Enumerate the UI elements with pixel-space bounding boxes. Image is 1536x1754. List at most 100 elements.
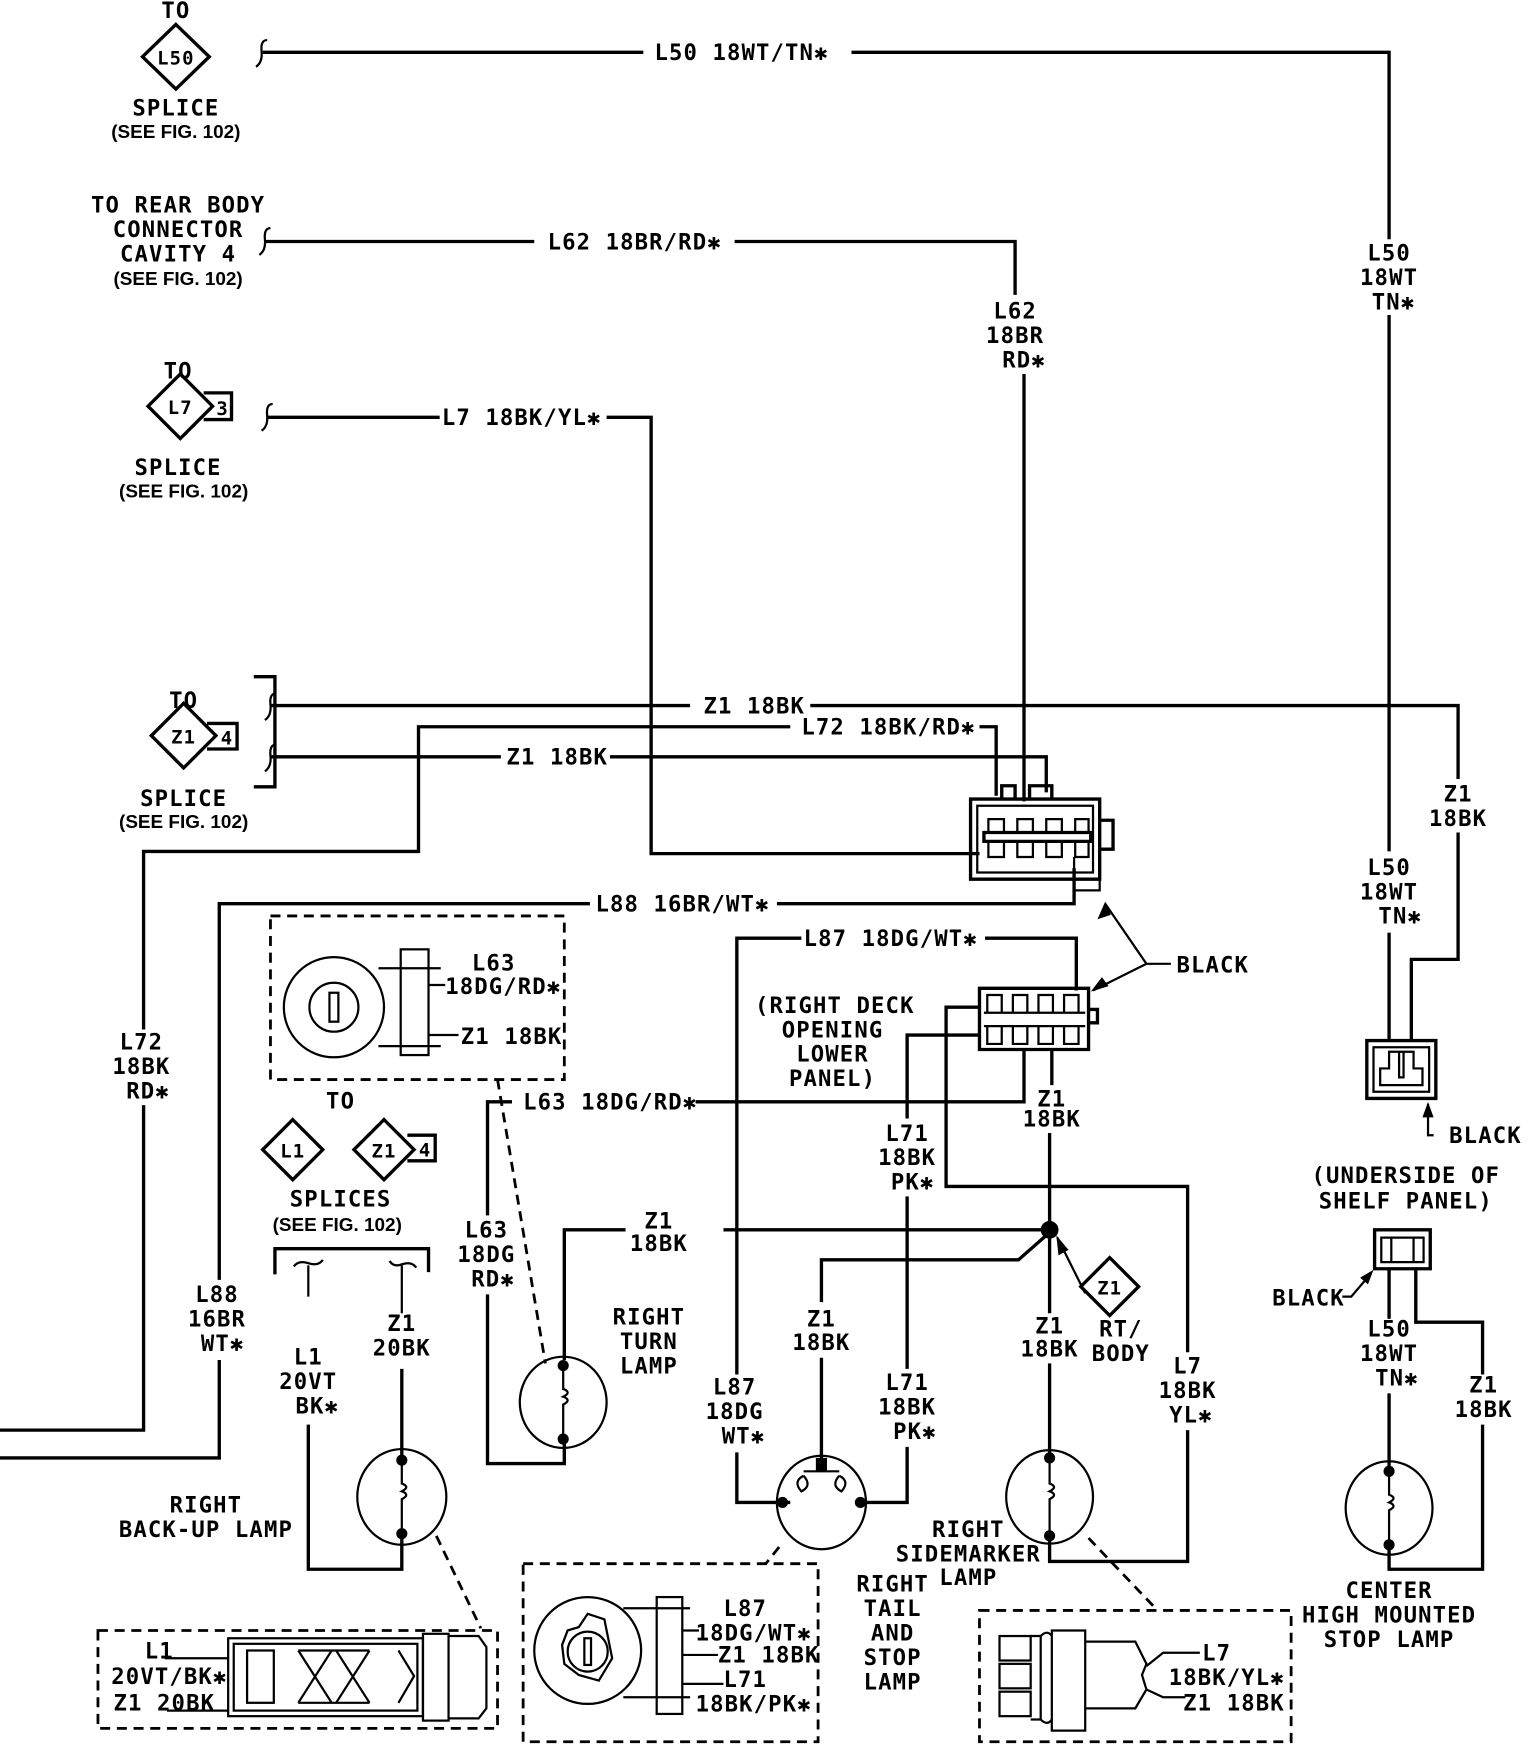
arrow-icon — [1360, 1269, 1374, 1285]
wire-label-l7-v: 18BK — [1159, 1378, 1217, 1404]
wire-label-l50-v: L50 — [1367, 240, 1411, 266]
rear-body-connector-ref: TO REAR BODY CONNECTOR CAVITY 4 (SEE FIG… — [91, 193, 265, 290]
ground-label: RT/ — [1099, 1317, 1143, 1343]
deck-label: OPENING — [782, 1017, 884, 1043]
backup-socket-detail: L1 20VT/BK✱ Z1 20BK — [96, 1629, 499, 1730]
wire-label-z1-v: Z1 — [1035, 1313, 1064, 1339]
lamp-label: SIDEMARKER — [896, 1541, 1041, 1567]
lamp-label: TAIL — [864, 1596, 922, 1622]
wire-l63 — [485, 1100, 512, 1216]
l7-splice-title: SPLICE — [135, 455, 222, 481]
right-tail-stop-lamp: RIGHT TAIL AND STOP LAMP — [775, 1454, 929, 1695]
shelf-connector: BLACK — [1272, 1228, 1432, 1311]
right-turn-lamp: RIGHT TURN LAMP — [518, 1304, 686, 1450]
detail-label: 20VT/BK✱ — [111, 1664, 227, 1690]
ground-id: Z1 — [1097, 1277, 1122, 1299]
lamp-label: RIGHT — [613, 1304, 686, 1330]
wire-label-l62: L62 18BR/RD✱ — [548, 229, 722, 255]
wire-z1 — [1409, 832, 1460, 1041]
splice-id: L1 — [280, 1140, 305, 1162]
l7-splice: TO L7 3 SPLICE (SEE FIG. 102) — [119, 358, 248, 502]
splices-to: TO — [326, 1088, 355, 1114]
lamp-label: TURN — [620, 1329, 678, 1355]
wire-z1 — [819, 1234, 1048, 1303]
wire-l62 — [734, 239, 1017, 295]
wire-label-l71-v: L71 — [885, 1121, 929, 1147]
wire-label-l71-v: 18BK — [878, 1395, 936, 1421]
detail-label: 18DG/RD✱ — [445, 974, 561, 1000]
wire-l7 — [944, 1005, 1190, 1353]
wire-label-l72-v: L72 — [120, 1030, 164, 1056]
sidemarker-socket-detail: L7 18BK/YL✱ Z1 18BK — [978, 1609, 1293, 1744]
wire-l88 — [776, 868, 1076, 906]
wire-label-l71-v: PK✱ — [893, 1419, 937, 1445]
center-high-mounted-stop-lamp: CENTER HIGH MOUNTED STOP LAMP — [1302, 1460, 1475, 1653]
lamp-label: LAMP — [864, 1669, 922, 1695]
lamp-label: STOP LAMP — [1324, 1627, 1455, 1653]
detail-leader — [496, 1079, 547, 1364]
wire-label-z1-v: Z1 — [1469, 1372, 1498, 1398]
wire-label-l7-v: YL✱ — [1169, 1402, 1213, 1428]
wire-l87 — [735, 1452, 791, 1505]
wire-l71 — [860, 1446, 909, 1505]
shelf-label: (UNDERSIDE OF — [1311, 1163, 1500, 1189]
deck-label: PANEL) — [789, 1066, 876, 1092]
wire-z1 — [609, 755, 1048, 793]
splice-diamond-icon — [140, 22, 212, 92]
wire-l72 — [141, 725, 791, 1030]
lamp-label: RIGHT — [856, 1572, 929, 1598]
wire-label-z1-v: 18BK — [1021, 1337, 1079, 1363]
wire-l88 — [0, 1360, 221, 1460]
wire-label-l63: L63 18DG/RD✱ — [523, 1090, 697, 1116]
z1-id: Z1 — [171, 726, 196, 748]
connector-bracket — [253, 675, 277, 789]
wire-label-l63-v: RD✱ — [471, 1267, 515, 1293]
detail-label: L1 — [145, 1638, 174, 1664]
splice-cavity: 4 — [419, 1139, 432, 1161]
detail-leader — [1087, 1537, 1159, 1612]
detail-label: L7 — [1202, 1641, 1231, 1667]
wire-label-l50-v: 18WT — [1360, 1341, 1418, 1367]
wire-label-z1-v: Z1 — [387, 1311, 416, 1337]
wire-label-l87-v: WT✱ — [722, 1423, 766, 1449]
deck-label: (RIGHT DECK — [755, 993, 915, 1019]
wire-label-l72-v: RD✱ — [126, 1078, 170, 1104]
wire-label-l88-v: L88 — [195, 1282, 239, 1308]
wire-label-l88: L88 16BR/WT✱ — [595, 892, 769, 918]
wire-label-z1: 18BK — [630, 1231, 688, 1257]
wire-label-z1-v: Z1 — [1037, 1086, 1066, 1112]
z1-cavity: 4 — [221, 728, 234, 750]
lamp-label: LAMP — [620, 1353, 678, 1379]
wire-break-icon — [260, 402, 273, 432]
l1-z1-splices: TO L1 Z1 4 SPLICES (SEE FIG. 102) — [260, 1088, 437, 1314]
rear-body-label: TO REAR BODY — [91, 193, 265, 219]
tail-socket-detail: L87 18DG/WT✱ Z1 18BK L71 18BK/PK✱ — [521, 1562, 820, 1744]
wire-label-z1-v: Z1 — [1444, 781, 1473, 807]
l50-splice-ref: (SEE FIG. 102) — [111, 122, 240, 143]
wire-l7 — [1047, 1430, 1190, 1564]
l50-id: L50 — [157, 48, 195, 70]
lamp-label: STOP — [864, 1645, 922, 1671]
wire-label-z1-v: 20BK — [373, 1336, 431, 1362]
wire-l63 — [485, 1294, 566, 1466]
wire-z1 — [1387, 1424, 1485, 1571]
wire-label-z1: Z1 18BK — [506, 745, 608, 771]
detail-label: L63 — [472, 950, 516, 976]
wire-label-l7-v: L7 — [1173, 1353, 1202, 1379]
z1-splice-title: SPLICE — [140, 786, 227, 812]
wire-z1 — [1414, 1268, 1485, 1375]
wire-z1 — [562, 1228, 626, 1361]
lamp-label: RIGHT — [170, 1492, 243, 1518]
detail-label: Z1 18BK — [718, 1643, 820, 1669]
right-backup-lamp: RIGHT BACK-UP LAMP — [119, 1447, 448, 1546]
wire-break-icon — [258, 227, 271, 256]
wire-label-l71-v: 18BK — [878, 1145, 936, 1171]
wire-l7 — [606, 415, 980, 856]
detail-label: 18BK/YL✱ — [1169, 1665, 1285, 1691]
detail-label: L71 — [723, 1667, 767, 1693]
wire-label-l62-v: L62 — [993, 298, 1037, 324]
connector-upper-black — [968, 784, 1115, 892]
arrow-icon — [1422, 1101, 1434, 1118]
wire-label-l71-v: PK✱ — [891, 1170, 935, 1196]
